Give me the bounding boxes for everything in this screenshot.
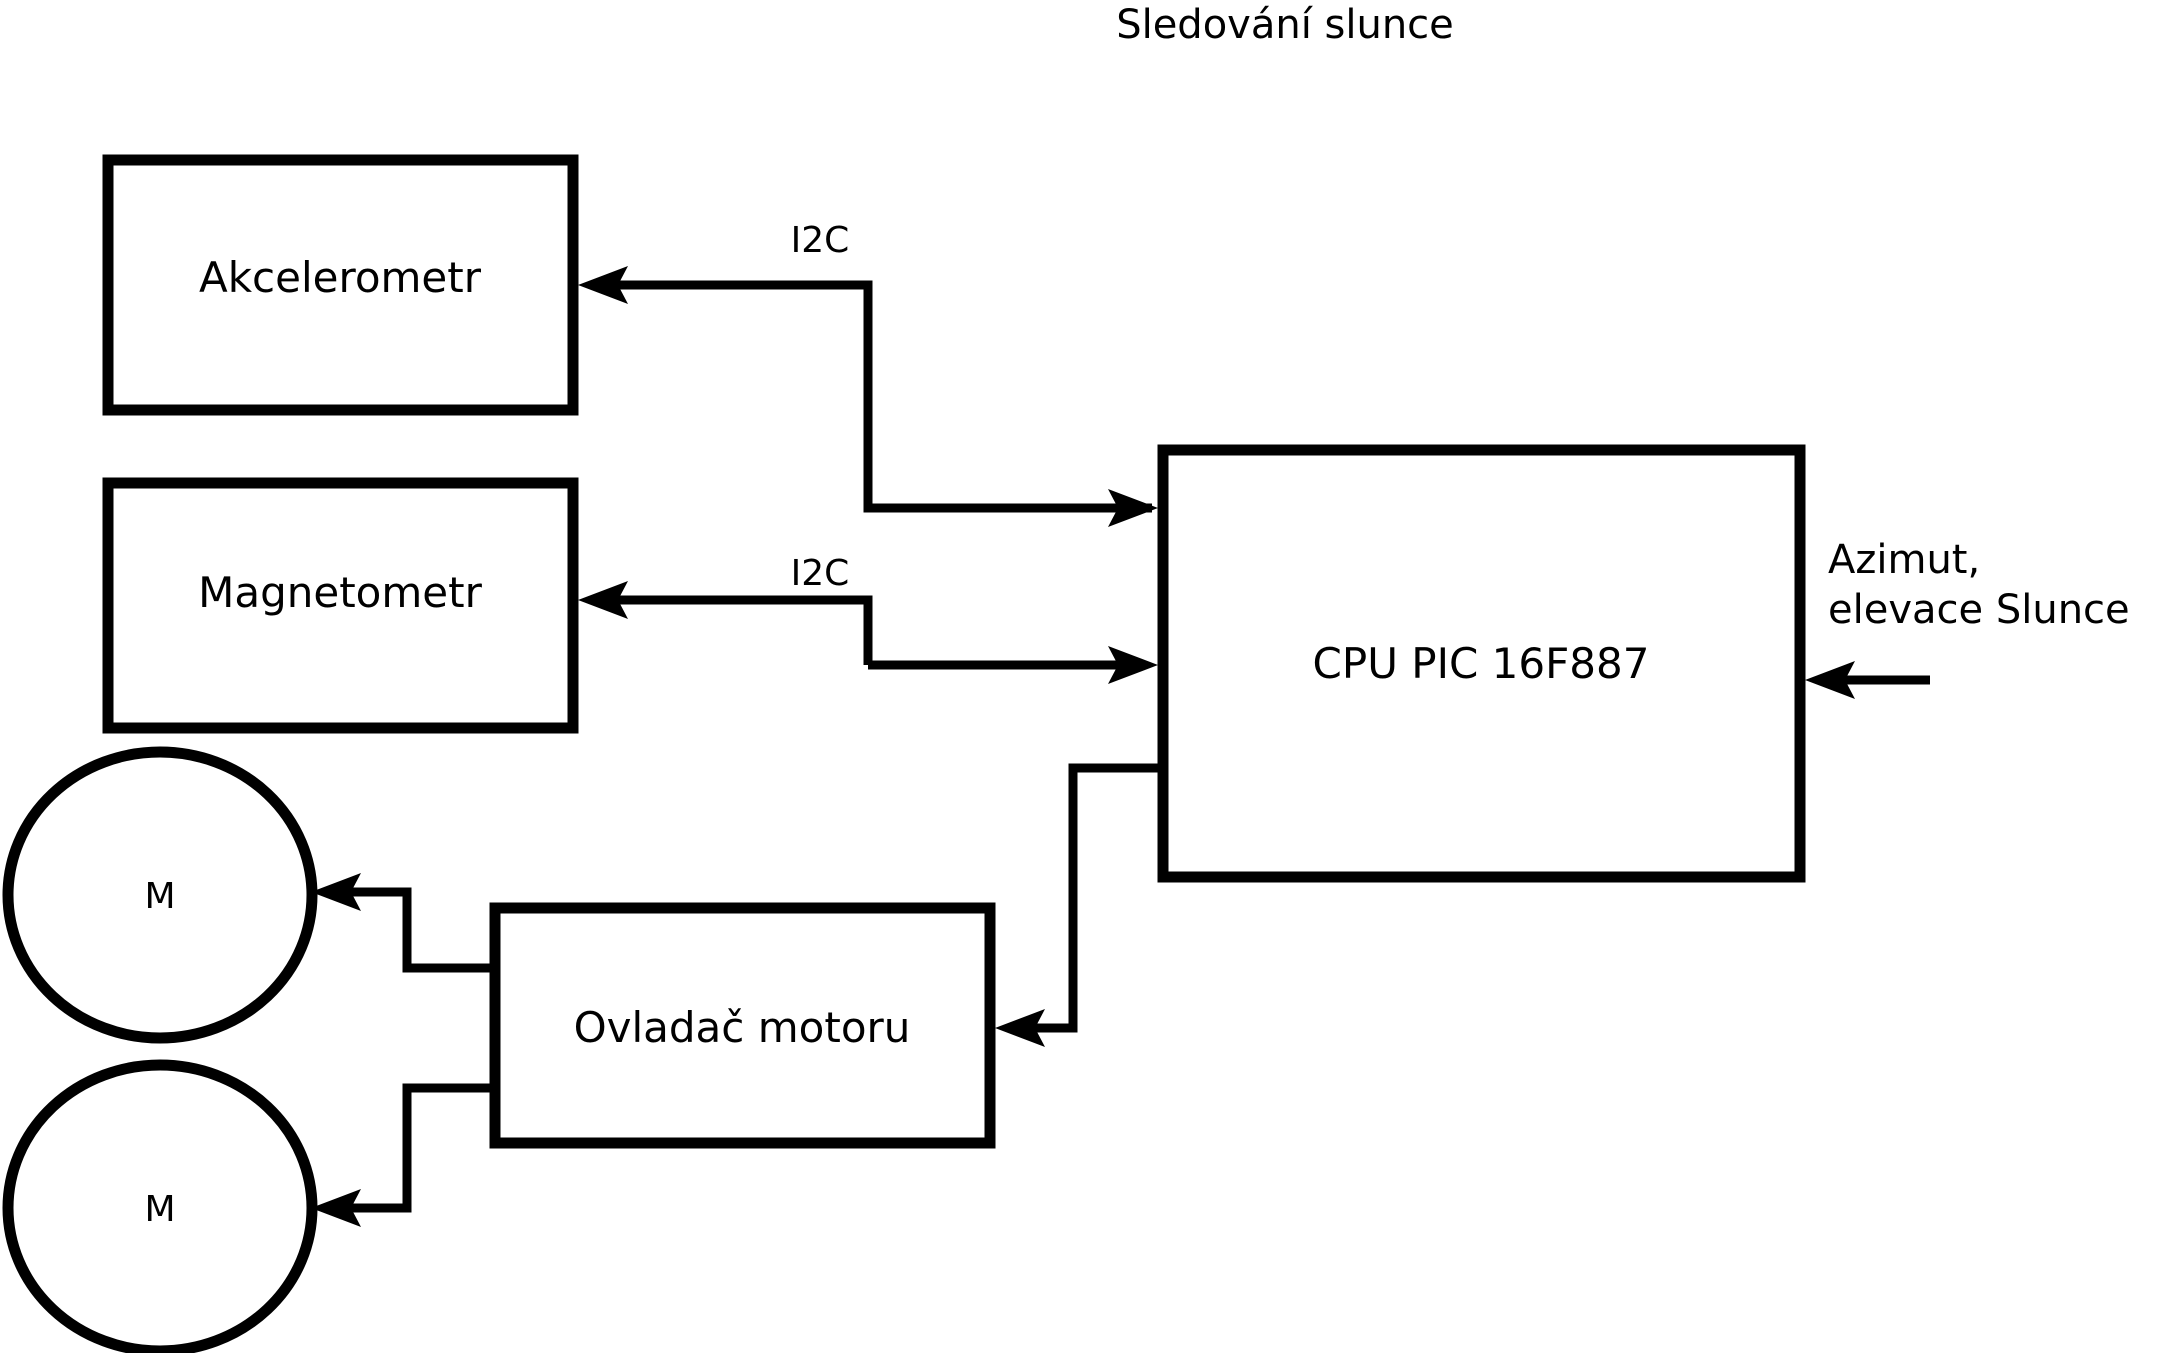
accelerometer-label: Akcelerometr [199, 253, 482, 302]
node-magnetometer[interactable]: Magnetometr [102, 477, 579, 734]
bus-label-magnetometer: I2C [791, 553, 850, 594]
edge-external-input-to-cpu [1805, 661, 1930, 699]
edge-cpu-to-accelerometer-line [612, 280, 1152, 513]
motor-top-label: M [144, 876, 175, 917]
edge-cpu-to-motor-driver-line [1029, 763, 1158, 1033]
arrow-head-to-cpu-lower [1108, 646, 1158, 684]
edge-motor-driver-to-motor-top [311, 873, 490, 973]
arrow-head-to-motor-bottom [311, 1189, 361, 1227]
node-motor-bottom[interactable]: M [2, 1059, 318, 1353]
node-cpu[interactable]: CPU PIC 16F887 [1157, 444, 1806, 883]
edge-magnetometer-to-cpu [868, 646, 1158, 684]
edge-cpu-to-accelerometer [578, 266, 1152, 513]
edge-motor-driver-to-motor-bottom [311, 1083, 490, 1227]
arrow-head-to-cpu-upper [1108, 489, 1158, 527]
external-input-label-line1: Azimut, [1828, 537, 1980, 583]
arrow-head-to-motor-top [311, 873, 361, 911]
motor-driver-box[interactable] [489, 902, 996, 1149]
magnetometer-box[interactable] [102, 477, 579, 734]
bus-label-accelerometer: I2C [791, 220, 850, 261]
motor-top-ellipse[interactable] [2, 746, 318, 1044]
accelerometer-box[interactable] [102, 154, 579, 416]
edge-cpu-to-magnetometer-line [612, 595, 873, 665]
diagram-title: Sledování slunce [1116, 2, 1454, 48]
edge-accelerometer-to-cpu [868, 489, 1158, 527]
edge-cpu-to-motor-driver [995, 763, 1158, 1047]
node-motor-top[interactable]: M [2, 746, 318, 1044]
cpu-label: CPU PIC 16F887 [1313, 639, 1650, 688]
external-input-label-line2: elevace Slunce [1828, 587, 2130, 633]
motor-bottom-ellipse[interactable] [2, 1059, 318, 1353]
magnetometer-label: Magnetometr [198, 568, 482, 617]
edge-cpu-to-magnetometer [578, 581, 873, 665]
node-motor-driver[interactable]: Ovladač motoru [489, 902, 996, 1149]
arrow-head-external-input [1805, 661, 1855, 699]
motor-bottom-label: M [144, 1189, 175, 1230]
arrow-head-to-magnetometer [578, 581, 628, 619]
edge-motor-driver-to-motor-top-line [345, 887, 490, 973]
arrow-head-to-motor-driver [995, 1009, 1045, 1047]
motor-driver-label: Ovladač motoru [574, 1003, 911, 1052]
cpu-box[interactable] [1157, 444, 1806, 883]
arrow-head-to-accelerometer [578, 266, 628, 304]
edge-motor-driver-to-motor-bottom-line [345, 1083, 490, 1213]
node-accelerometer[interactable]: Akcelerometr [102, 154, 579, 416]
